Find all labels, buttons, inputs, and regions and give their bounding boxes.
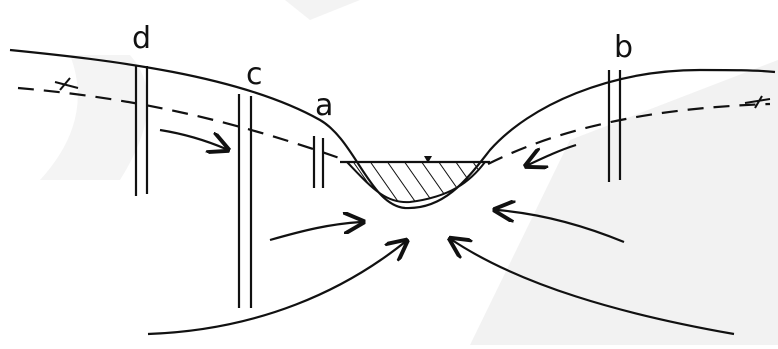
label-well-c: c — [246, 57, 263, 92]
label-well-a: a — [315, 88, 333, 123]
flow-arrow-left-middle — [270, 222, 361, 240]
stream-water-body — [347, 162, 485, 202]
label-well-d: d — [132, 21, 151, 56]
flow-arrow-left-lower — [148, 242, 405, 334]
water-table-marker-left — [55, 78, 78, 90]
well-a: a — [314, 88, 333, 188]
label-well-b: b — [614, 30, 633, 65]
flow-arrow-left-upper — [160, 130, 226, 149]
